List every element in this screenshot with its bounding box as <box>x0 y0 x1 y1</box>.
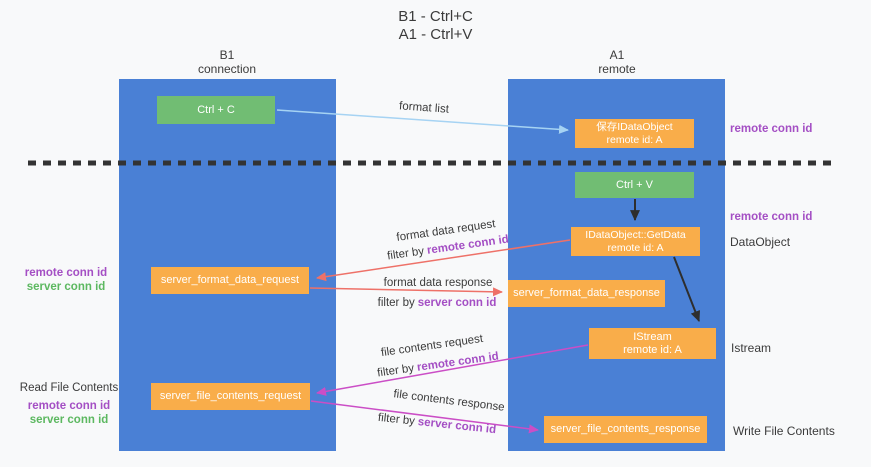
server-file-contents-response-box: server_file_contents_response <box>544 416 707 443</box>
idataobject-getdata-box: IDataObject::GetData remote id: A <box>571 227 700 256</box>
server-file-contents-request-label: server_file_contents_request <box>159 390 302 402</box>
saved-dataobject-box: 保存IDataObject remote id: A <box>575 119 694 148</box>
server-format-data-response-box: server_format_data_response <box>508 280 665 307</box>
istream-line1: IStream <box>633 330 672 343</box>
getdata-line1: IDataObject::GetData <box>585 228 686 241</box>
format-list-arrow <box>276 109 569 134</box>
left-column-role: connection <box>197 62 257 76</box>
server-format-data-response-label: server_format_data_response <box>513 287 660 299</box>
left-mid-remote-conn-id: remote conn id <box>24 267 108 279</box>
getdata-to-istream-arrow <box>673 256 701 323</box>
left-bottom-annotation: Read File Contents remote conn id server… <box>18 381 120 427</box>
filter-by-text: filter by <box>377 297 415 309</box>
left-mid-server-conn-id: server conn id <box>26 281 106 293</box>
read-file-contents-label: Read File Contents <box>19 382 119 394</box>
right-column-role: remote <box>598 62 636 76</box>
server-conn-id-text: server conn id <box>417 297 497 309</box>
server-file-contents-response-label: server_file_contents_response <box>550 423 701 435</box>
title-line-b1: B1 - Ctrl+C <box>398 8 473 25</box>
file-contents-response-arrow <box>310 400 539 434</box>
istream-line2: remote id: A <box>623 343 682 356</box>
getdata-line2: remote id: A <box>607 241 664 254</box>
right-column-name: A1 <box>609 48 625 62</box>
ctrl-c-box: Ctrl + C <box>157 96 275 124</box>
ctrl-c-label: Ctrl + C <box>197 103 235 116</box>
right-top-remote-conn-id: remote conn id <box>730 123 813 135</box>
server-file-contents-request-box: server_file_contents_request <box>151 383 310 410</box>
server-format-data-request-box: server_format_data_request <box>151 267 309 294</box>
title-line-a1: A1 - Ctrl+V <box>398 26 473 43</box>
saved-dataobject-line1: 保存IDataObject <box>596 120 673 133</box>
diagram-title: B1 - Ctrl+C A1 - Ctrl+V <box>0 8 871 44</box>
format-data-response-label: format data response <box>383 277 493 289</box>
file-contents-request-arrow <box>316 344 589 396</box>
istream-side-label: Istream <box>731 341 772 355</box>
ctrl-v-label: Ctrl + V <box>616 178 653 191</box>
format-data-response-arrow <box>309 287 503 297</box>
saved-dataobject-line2: remote id: A <box>606 133 663 146</box>
server-format-data-request-label: server_format_data_request <box>160 274 300 286</box>
dataobject-label: DataObject <box>730 235 791 249</box>
left-column-name: B1 <box>219 48 235 62</box>
ctrl-v-box: Ctrl + V <box>575 172 694 198</box>
left-mid-annotation: remote conn id server conn id <box>20 266 112 294</box>
istream-box: IStream remote id: A <box>589 328 716 359</box>
left-bottom-remote-conn-id: remote conn id <box>27 400 111 412</box>
format-data-request-arrow <box>316 239 571 282</box>
right-mid-remote-conn-id: remote conn id <box>730 211 813 223</box>
left-bottom-server-conn-id: server conn id <box>29 414 109 426</box>
write-file-contents-label: Write File Contents <box>733 424 835 438</box>
left-column-header: B1 connection <box>147 48 307 76</box>
right-column-header: A1 remote <box>537 48 697 76</box>
